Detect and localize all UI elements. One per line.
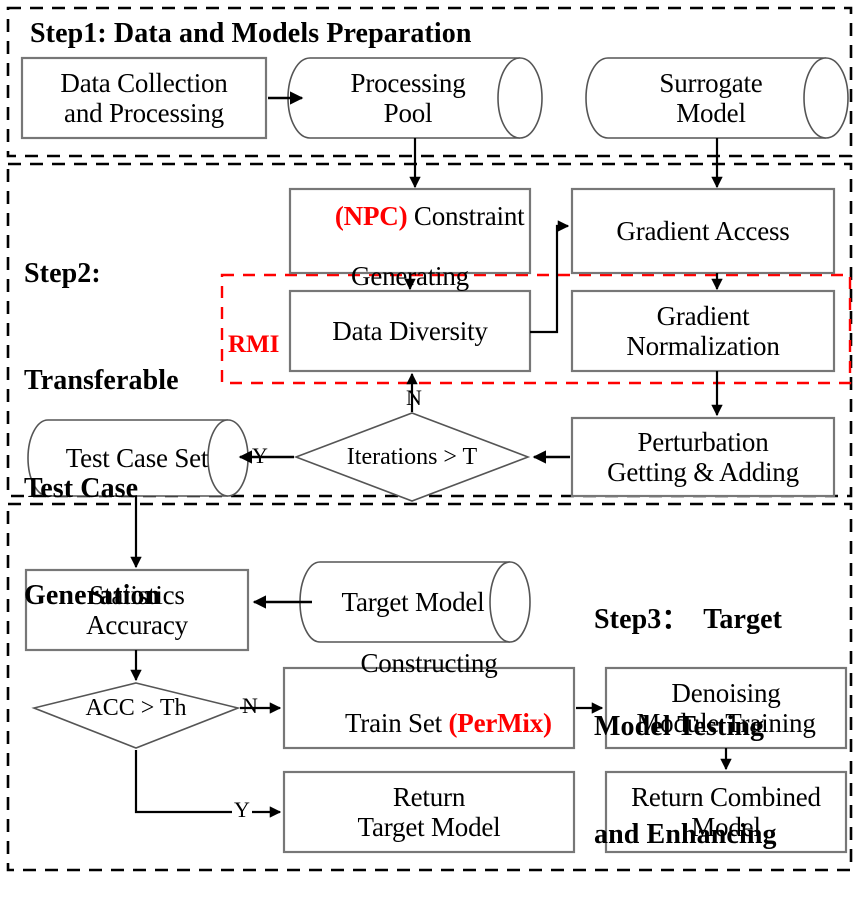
node-data-diversity[interactable] [288,289,532,373]
node-perturbation[interactable] [570,416,836,498]
node-return-combined-model[interactable] [604,770,848,854]
step3-title-line2: Model Testing [594,711,765,743]
node-constraint-generating[interactable] [288,187,532,275]
node-return-combined-model-label: Return Combined Model [606,772,846,852]
node-statistics-accuracy-label: Statistics Accuracy [26,570,248,650]
node-data-diversity-label: Data Diversity [332,315,488,346]
rmi-group-label: RMI [228,331,280,358]
node-statistics-accuracy[interactable] [24,568,250,652]
flowchart-canvas: Step1: Data and Models Preparation Data … [6,6,853,872]
node-constructing-train-set-label: Constructing Train Set (PerMix) [284,648,574,748]
node-iterations-decision-label: Iterations > T [346,443,478,470]
node-data-collection-label: Data Collection and Processing [22,58,266,138]
processing-pool-line2: Pool [383,98,433,128]
node-processing-pool-label: Processing Pool [310,58,506,138]
step2-title: Step2: Transferable Test Case Generation [24,184,274,686]
node-acc-decision[interactable] [31,682,241,749]
step2-group-border [6,162,853,498]
edge-label-y-acc: Y [232,797,252,823]
step2-title-line1: Step2: [24,257,101,289]
step3-group-border [6,502,853,872]
constructing-train-set-line1: Constructing [360,647,498,678]
node-gradient-access-label: Gradient Access [616,215,790,246]
node-denoising-module-label: Denoising Module Training [606,668,846,748]
node-target-model[interactable] [299,561,531,643]
node-gradient-access[interactable] [570,187,836,275]
edge-label-n-iterations: N [406,385,422,410]
node-surrogate-model[interactable] [585,57,849,139]
constraint-generating-rest: Constraint [407,200,525,231]
node-denoising-module[interactable] [604,666,848,750]
return-target-model-line2: Target Model [357,812,501,842]
node-return-target-model[interactable] [282,770,576,854]
permix-tag: (PerMix) [448,708,553,738]
return-combined-model-line1: Return Combined [631,781,821,812]
statistics-accuracy-line2: Accuracy [86,610,188,640]
node-constructing-train-set[interactable] [282,666,576,750]
perturbation-line2: Getting & Adding [607,457,799,487]
constraint-generating-line1: (NPC) Constraint [296,171,525,262]
step3-title-line1: Step3： Target [594,603,783,635]
node-gradient-normalization-label: Gradient Normalization [572,291,834,371]
statistics-accuracy-line1: Statistics [89,579,185,610]
step2-title-line2: Transferable [24,365,179,397]
edge-label-y-iterations: Y [252,443,268,468]
node-test-case-set-label: Test Case Set [65,442,209,473]
node-acc-decision-label: ACC > Th [85,694,187,721]
node-target-model-label: Target Model [341,586,485,617]
node-return-target-model-label: Return Target Model [284,772,574,852]
rmi-group-border [220,273,852,385]
step1-group-border [6,6,853,158]
node-test-case-set[interactable] [27,419,249,497]
return-combined-model-line2: Model [691,812,761,842]
constructing-train-set-line2: Train Set (PerMix) [306,678,552,769]
train-set-plain: Train Set [344,708,449,738]
step3-title-line3: and Enhancing [594,818,777,850]
step2-title-line4: Generation [24,580,161,612]
denoising-module-line2: Module Training [636,708,816,738]
constraint-generating-line2: Generating [351,261,469,292]
denoising-module-line1: Denoising [671,677,781,708]
node-constraint-generating-label: (NPC) Constraint Generating [290,189,530,291]
data-collection-line1: Data Collection [60,67,228,98]
edge-label-n-acc: N [242,693,258,718]
node-iterations-decision[interactable] [293,412,531,502]
step1-title: Step1: Data and Models Preparation [30,18,472,49]
surrogate-model-line2: Model [676,98,746,128]
node-surrogate-model-label: Surrogate Model [608,58,814,138]
node-gradient-normalization[interactable] [570,289,836,373]
surrogate-model-line1: Surrogate [659,67,763,98]
edge-acc-y-to-return-target [134,750,282,818]
gradient-normalization-line2: Normalization [626,331,780,361]
node-processing-pool[interactable] [287,57,543,139]
flowchart-svg [6,6,853,872]
npc-tag: (NPC) [334,200,408,231]
step3-title: Step3： Target Model Testing and Enhancin… [594,530,859,924]
perturbation-line1: Perturbation [637,426,769,457]
processing-pool-line1: Processing [350,67,466,98]
gradient-normalization-line1: Gradient [656,300,750,331]
edge-diversity-to-access [530,220,570,334]
node-data-collection[interactable] [20,56,268,140]
data-collection-line2: and Processing [64,98,224,128]
node-perturbation-label: Perturbation Getting & Adding [572,418,834,496]
return-target-model-line1: Return [392,781,466,812]
step2-title-line3: Test Case [24,472,139,504]
